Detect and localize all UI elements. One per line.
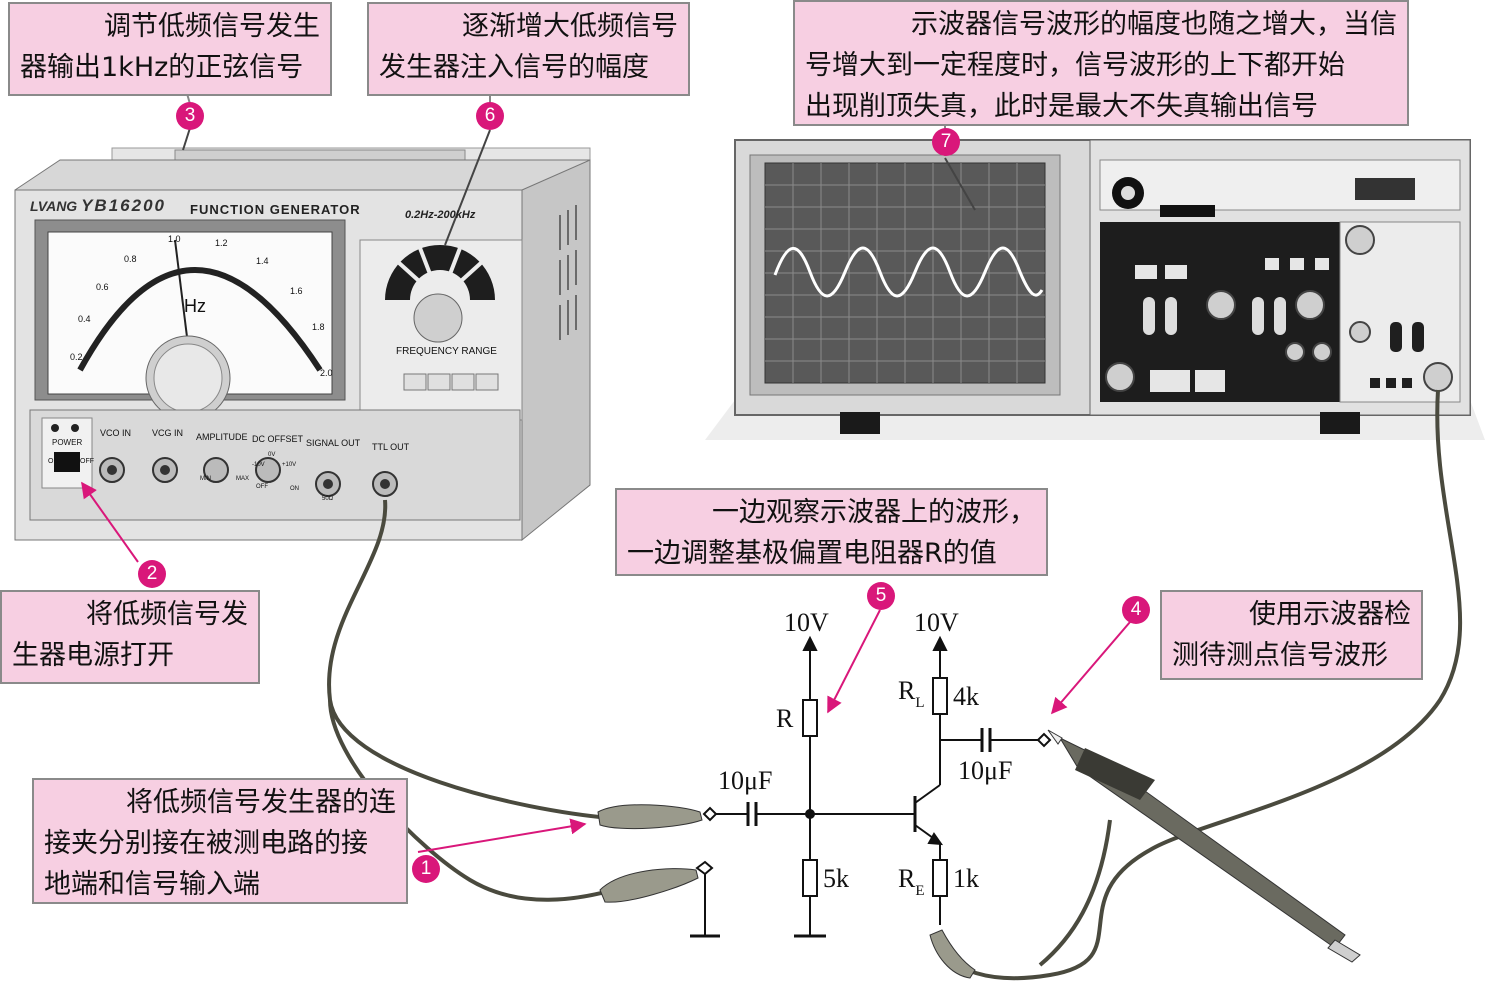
- dial-tick: 0.6: [96, 282, 109, 292]
- cap-out-label: 10μF: [958, 756, 1013, 785]
- re-value: 1k: [953, 864, 979, 893]
- generator-brand: LVANG YB16200: [30, 196, 166, 215]
- function-generator: [14, 147, 591, 542]
- dial-tick: 1.4: [256, 256, 269, 266]
- callout-step5: 一边观察示波器上的波形，一边调整基极偏置电阻器R的值: [615, 488, 1048, 576]
- power-on: ON: [48, 458, 59, 465]
- jack-label: SIGNAL OUT: [306, 438, 361, 448]
- dc-zero: 0V: [268, 452, 276, 458]
- callout-step7: 示波器信号波形的幅度也随之增大，当信号增大到一定程度时，信号波形的上下都开始出现…: [793, 0, 1409, 126]
- step-badge: 3: [176, 102, 204, 130]
- callout-step1: 将低频信号发生器的连接夹分别接在被测电路的接地端和信号输入端: [32, 778, 408, 904]
- amp-max: MAX: [236, 476, 250, 482]
- power-label: POWER: [52, 438, 83, 447]
- dial-tick: 1.6: [290, 286, 303, 296]
- dial-tick: 1.0: [168, 234, 181, 244]
- callout-step2: 将低频信号发生器电源打开: [0, 590, 260, 684]
- callout-step3: 调节低频信号发生器输出1kHz的正弦信号: [8, 2, 332, 96]
- jack-label: TTL OUT: [372, 442, 410, 452]
- step-badge: 7: [932, 128, 960, 156]
- dc-plus: +10V: [282, 462, 297, 468]
- frequency-range-label: FREQUENCY RANGE: [396, 346, 497, 357]
- rl-label: RL: [898, 676, 925, 711]
- dial-tick: 1.2: [215, 238, 228, 248]
- r-bottom-label: 5k: [823, 864, 849, 893]
- step-badge: 4: [1122, 596, 1150, 624]
- re-label: RE: [898, 864, 925, 899]
- signal-ohm: 50Ω: [322, 496, 334, 502]
- leader-lines: [81, 89, 1131, 853]
- scope-probe: [1047, 729, 1361, 963]
- dc-minus: -10V: [252, 462, 265, 468]
- power-off: OFF: [80, 458, 94, 465]
- dial-unit: Hz: [184, 296, 206, 316]
- alligator-clips: [597, 804, 976, 979]
- rl-value: 4k: [953, 682, 979, 711]
- dial-tick: 0.8: [124, 254, 137, 264]
- generator-title: FUNCTION GENERATOR: [190, 202, 361, 217]
- cap-in-label: 10μF: [718, 766, 773, 795]
- dial-tick: 0.4: [78, 314, 91, 324]
- step-badge: 6: [476, 102, 504, 130]
- jack-label: DC OFFSET: [252, 434, 303, 444]
- generator-range: 0.2Hz-200kHz: [405, 209, 476, 221]
- jack-label: AMPLITUDE: [196, 432, 248, 442]
- r-label: R: [776, 704, 794, 733]
- step-badge: 5: [867, 582, 895, 610]
- dial-tick: 0.2: [70, 352, 83, 362]
- vcc-right-label: 10V: [914, 608, 959, 637]
- dc-off: OFF: [256, 484, 268, 490]
- oscilloscope: [705, 139, 1485, 440]
- step-badge: 1: [412, 855, 440, 883]
- step-badge: 2: [138, 560, 166, 588]
- amp-min: MIN: [200, 476, 211, 482]
- amplifier-circuit: [690, 635, 1052, 938]
- callout-step6: 逐渐增大低频信号发生器注入信号的幅度: [367, 2, 690, 96]
- jack-label: VCG IN: [152, 428, 184, 438]
- callout-step4: 使用示波器检测待测点信号波形: [1160, 590, 1423, 680]
- scope-waveform: [773, 246, 1044, 298]
- dial-tick: 2.0: [320, 368, 333, 378]
- vcc-left-label: 10V: [784, 608, 829, 637]
- dc-on: ON: [290, 486, 299, 492]
- dial-tick: 1.8: [312, 322, 325, 332]
- jack-label: VCO IN: [100, 428, 132, 438]
